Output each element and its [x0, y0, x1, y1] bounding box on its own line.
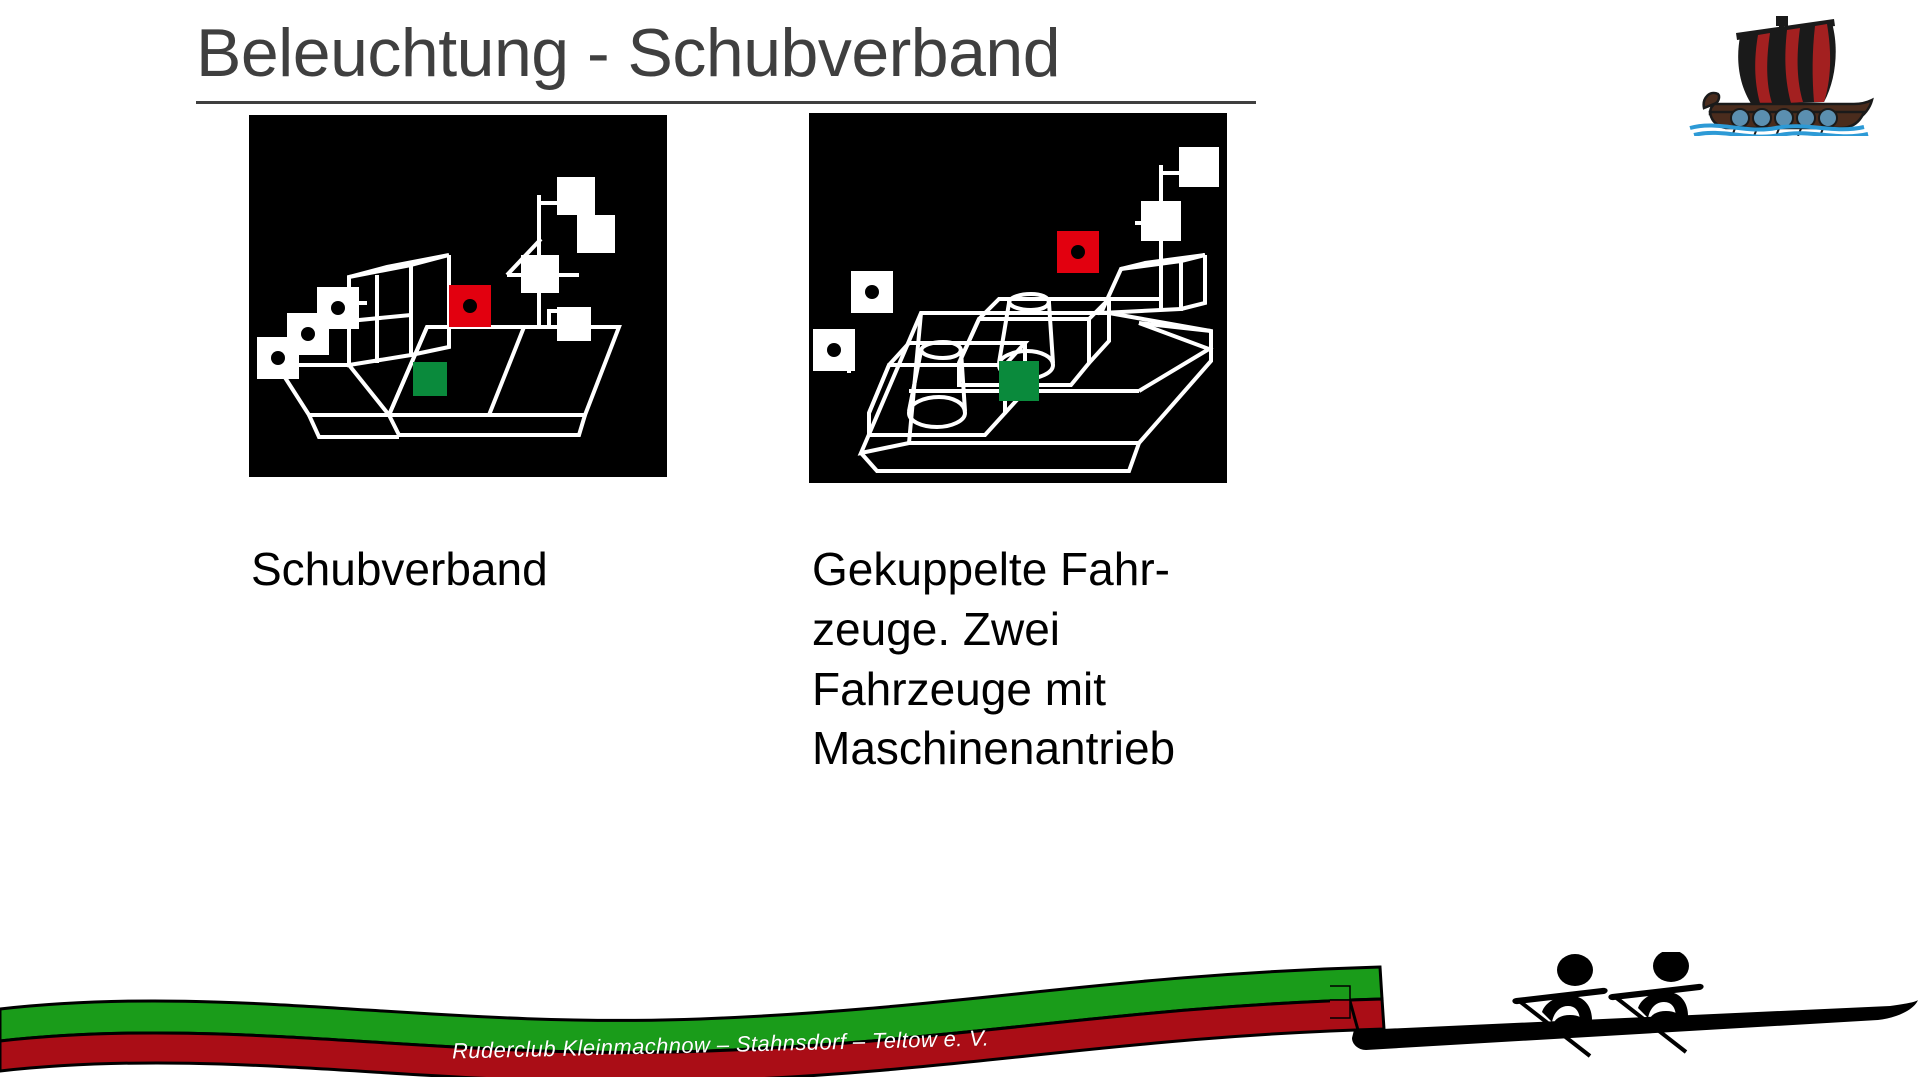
caption-line: Gekuppelte Fahr-: [812, 543, 1170, 595]
stern-lights: [813, 271, 893, 371]
caption-line: zeuge. Zwei: [812, 602, 1061, 655]
masthead-light-lower: [521, 255, 559, 293]
masthead-light-lower: [1141, 201, 1181, 241]
masthead-light-top: [557, 177, 595, 215]
diagram-gekuppelte-fahrzeuge: [809, 113, 1227, 483]
rowing-boat-graphic: [1315, 950, 1918, 1077]
club-name-text: Ruderclub Kleinmachnow – Stahnsdorf – Te…: [451, 1025, 990, 1064]
caption-gekuppelte-fahrzeuge: Gekuppelte Fahr- zeuge. Zwei Fahrzeuge m…: [812, 540, 1282, 779]
caption-schubverband: Schubverband: [251, 543, 548, 595]
page-title: Beleuchtung - Schubverband: [196, 15, 1061, 91]
caption-line: Fahrzeuge mit: [812, 662, 1107, 715]
deck-light: [557, 307, 591, 341]
stern-lights: [257, 287, 359, 379]
masthead-light-upper: [577, 215, 615, 253]
caption-line: Maschinenantrieb: [812, 722, 1176, 775]
starboard-side-light: [999, 361, 1039, 401]
viking-ship-logo: [1684, 8, 1882, 139]
diagram-schubverband: [249, 115, 667, 477]
starboard-side-light: [413, 362, 447, 396]
title-underline: [196, 101, 1256, 104]
masthead-light-top: [1179, 147, 1219, 187]
